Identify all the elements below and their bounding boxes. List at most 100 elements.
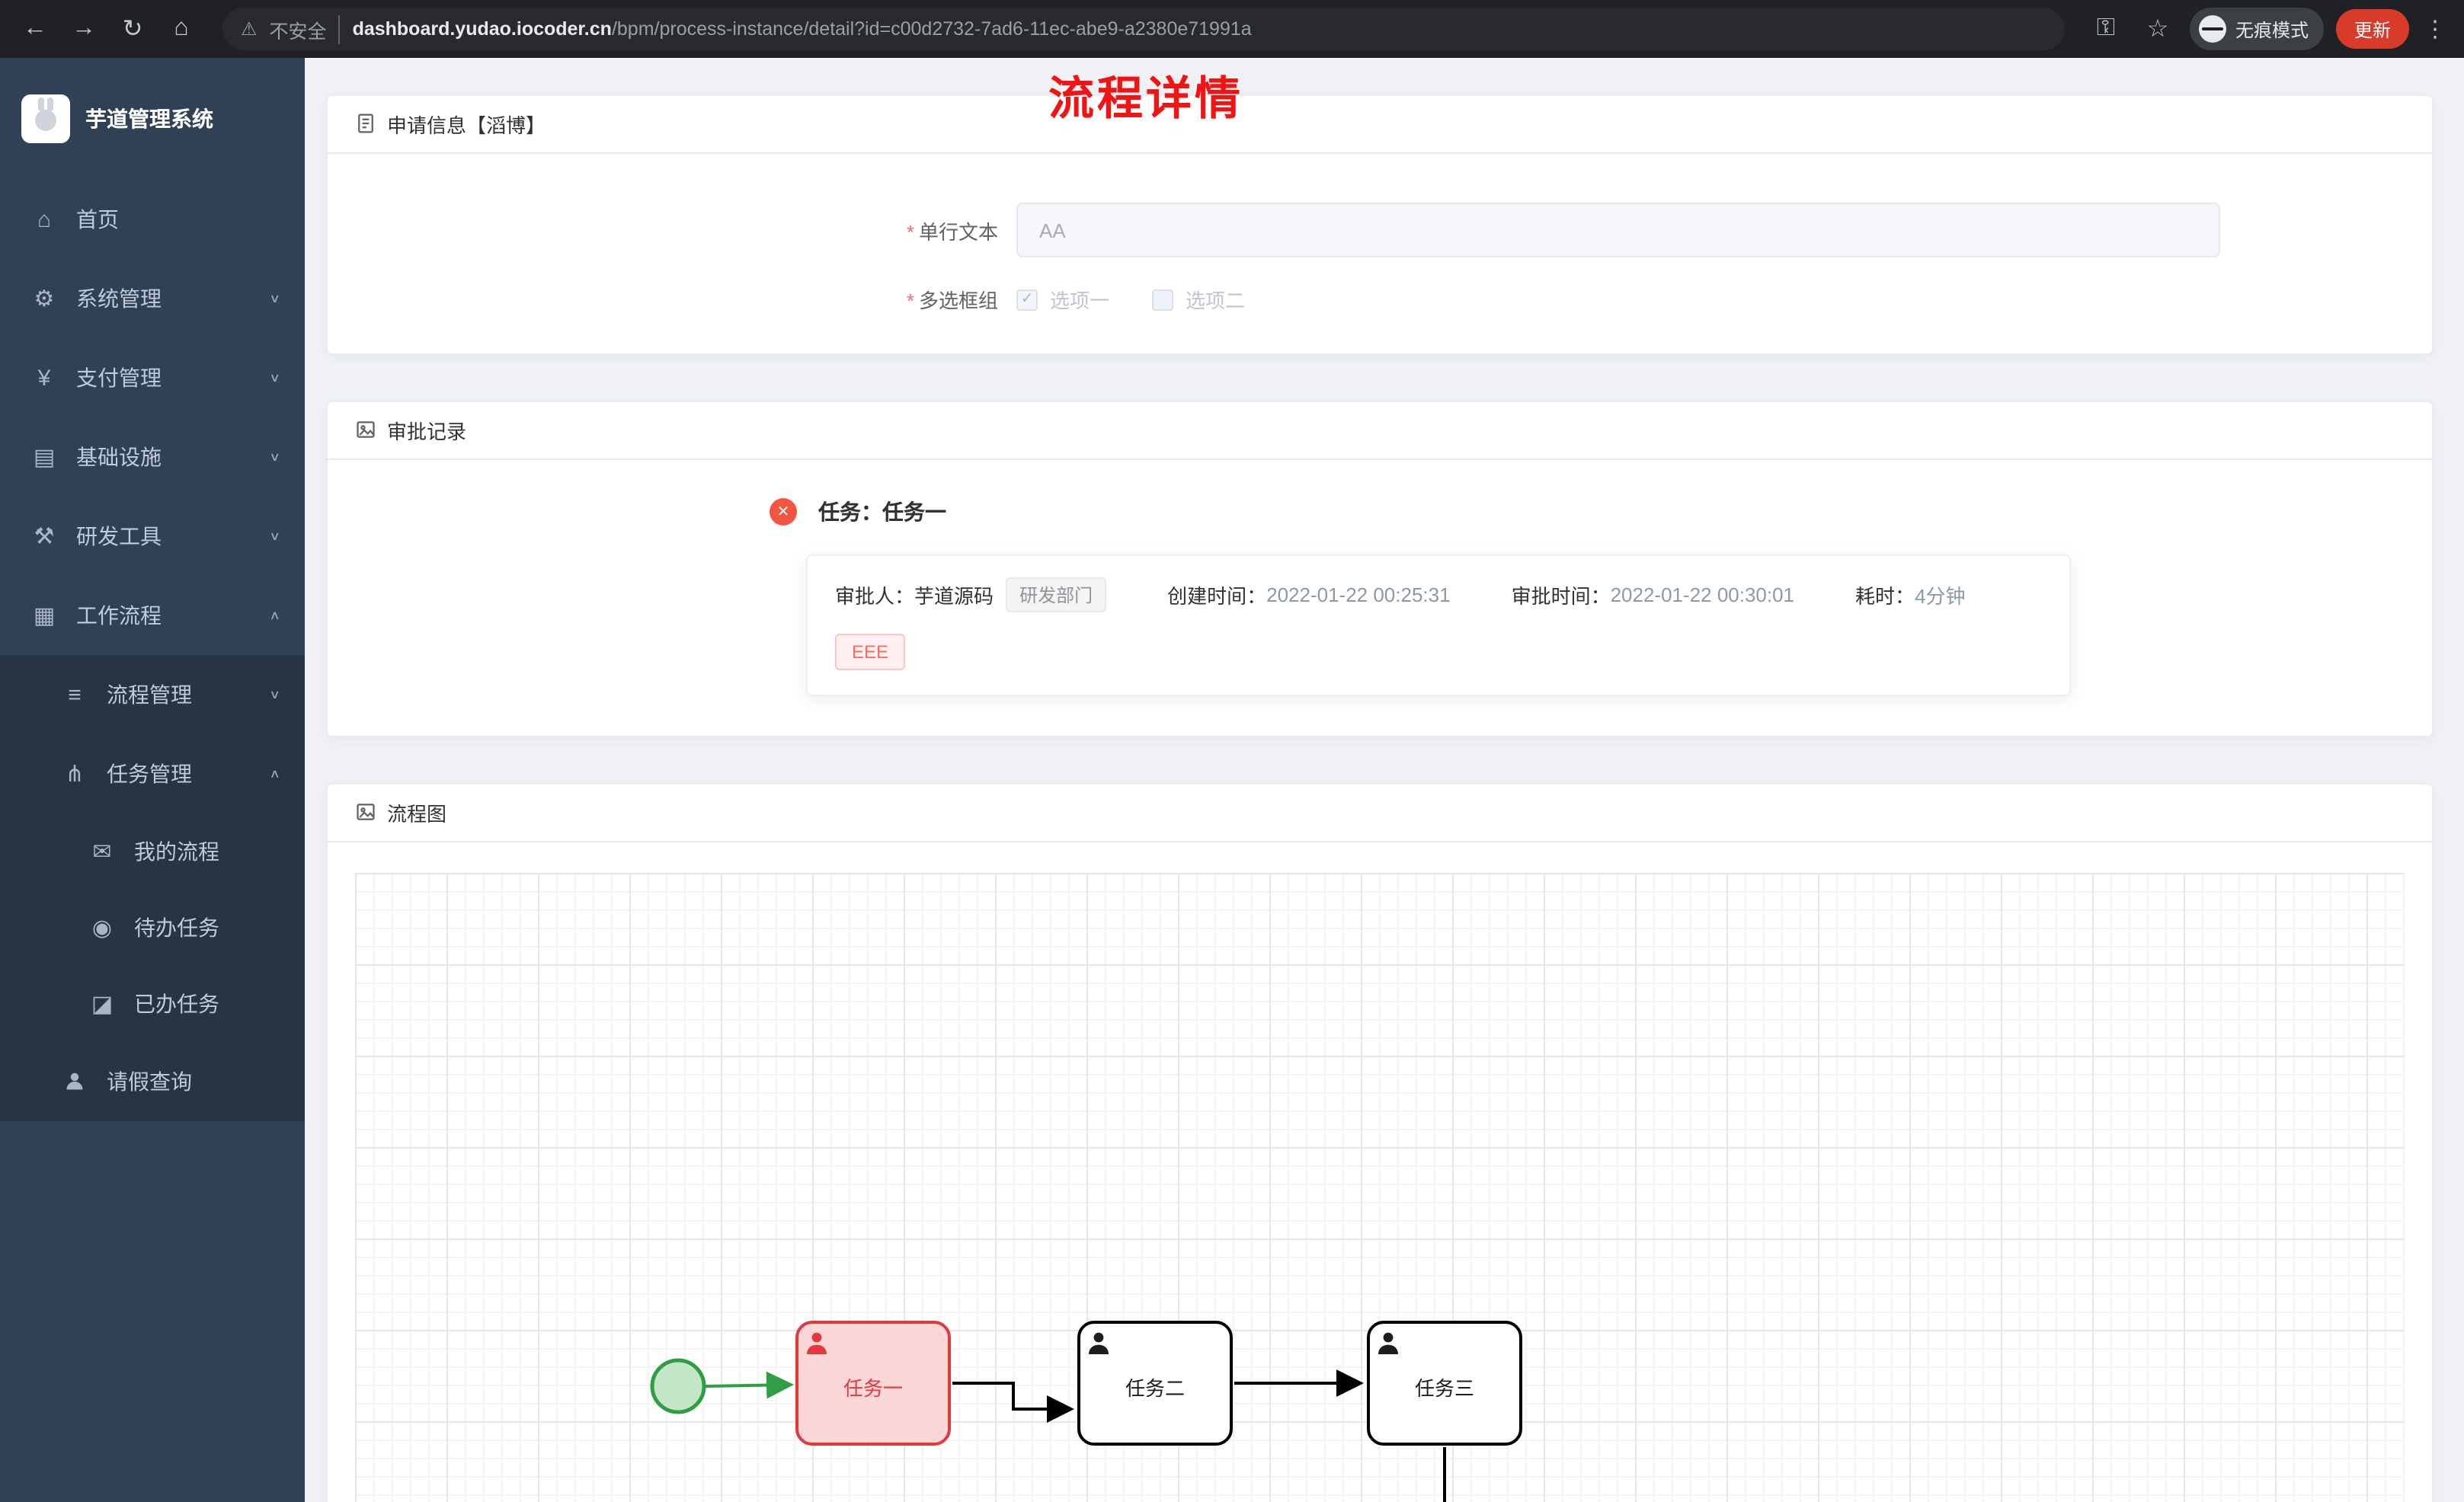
process-diagram-header: 流程图 [328,785,2432,842]
task-row: ✕ 任务：任务一 [770,497,2432,527]
home-icon[interactable]: ⌂ [174,15,189,41]
sidebar-item-workflow[interactable]: ▦ 工作流程 ∧ [0,576,305,655]
sidebar-item-done-tasks[interactable]: ◪ 已办任务 [0,966,305,1042]
required-asterisk: * [906,289,914,312]
person-icon [61,1069,88,1095]
user-task-icon [807,1332,827,1354]
task-node-2-label: 任务二 [1125,1377,1185,1400]
process-diagram-card: 流程图 [326,783,2434,1502]
approver-name: 芋道源码 [914,585,994,608]
checkbox-option-2[interactable]: 选项二 [1152,285,1245,314]
approved-label: 审批时间： [1511,585,1611,608]
text-field-row: *单行文本 AA [328,203,2432,257]
apply-info-card: 申请信息【滔博】 *单行文本 AA *多选框组 ✓ 选项一 [326,94,2434,355]
created-label: 创建时间： [1167,585,1267,608]
picture-icon [355,801,376,824]
incognito-label: 无痕模式 [2235,19,2309,40]
toolbar-right: ⚿ ☆ 无痕模式 更新 ⋮ [2086,8,2449,50]
user-task-icon [1089,1332,1109,1354]
picture-icon [355,419,376,442]
approval-timeline: ✕ 任务：任务一 审批人： 芋道源码 研发部门 创建时间： 2022-01-22… [328,460,2432,736]
sidebar-item-todo-tasks[interactable]: ◉ 待办任务 [0,890,305,966]
browser-toolbar: ← → ↻ ⌂ ⚠ 不安全 dashboard.yudao.iocoder.cn… [0,0,2464,58]
sidebar-item-leave-query[interactable]: 请假查询 [0,1042,305,1121]
apply-info-title: 申请信息【滔博】 [387,114,546,137]
done-icon: ◪ [91,992,114,1018]
checkbox-group-label: *多选框组 [906,289,998,312]
sidebar-item-my-process[interactable]: ✉ 我的流程 [0,813,305,890]
bpmn-canvas[interactable]: 任务一 任务二 [355,873,2405,1502]
sidebar-item-home[interactable]: ⌂ 首页 [0,180,305,259]
approval-record-header: 审批记录 [328,402,2432,460]
monitor-icon: ▤ [33,445,56,471]
approval-detail-card: 审批人： 芋道源码 研发部门 创建时间： 2022-01-22 00:25:31… [806,554,2071,696]
created-time: 2022-01-22 00:25:31 [1266,583,1451,606]
security-label: 不安全 [270,14,341,43]
approved-time: 2022-01-22 00:30:01 [1610,583,1795,606]
single-line-text-input[interactable]: AA [1016,203,2220,257]
approval-record-title: 审批记录 [387,420,467,443]
yen-icon: ¥ [37,365,51,391]
incognito-icon [2198,15,2226,43]
user-task-icon [1378,1332,1398,1354]
app-logo [21,94,70,143]
message-icon: ✉ [92,839,112,865]
menu-kebab-icon[interactable]: ⋮ [2424,17,2446,43]
key-icon[interactable]: ⚿ [2096,15,2116,41]
flow-start-to-task1 [705,1371,794,1399]
task-node-2[interactable]: 任务二 [1077,1321,1233,1446]
task-node-3-label: 任务三 [1415,1377,1474,1400]
main-content: 流程详情 申请信息【滔博】 *单行文本 AA *多选框组 [305,58,2464,1502]
duration-value: 4分钟 [1915,585,1966,608]
sidebar-item-infra[interactable]: ▤ 基础设施 ∨ [0,417,305,497]
workflow-icon: ▦ [33,603,56,629]
department-tag: 研发部门 [1006,577,1107,612]
address-bar[interactable]: ⚠ 不安全 dashboard.yudao.iocoder.cn/bpm/pro… [222,8,2065,50]
task-node-1[interactable]: 任务一 [795,1321,951,1446]
workflow-submenu: ≡ 流程管理 ∨ ⋔ 任务管理 ∧ ✉ 我的流程 ◉ 待办任务 [0,655,305,1121]
reload-icon[interactable]: ↻ [122,17,143,43]
task-node-3[interactable]: 任务三 [1367,1321,1522,1446]
apply-info-header: 申请信息【滔博】 [328,96,2432,154]
chevron-down-icon: ∨ [269,688,280,701]
chevron-down-icon: ∨ [269,292,280,305]
checkbox-option-1[interactable]: ✓ 选项一 [1016,285,1109,314]
sidebar: 芋道管理系统 ⌂ 首页 ⚙ 系统管理 ∨ ¥ 支付管理 ∨ ▤ 基础设施 ∨ [0,58,305,1502]
bookmark-star-icon[interactable]: ☆ [2146,17,2169,43]
sidebar-item-system[interactable]: ⚙ 系统管理 ∨ [0,259,305,338]
comment-tag: EEE [835,634,906,670]
list-icon: ≡ [68,682,82,708]
checkbox-unchecked-icon [1152,289,1174,310]
start-event-node[interactable] [650,1358,706,1414]
back-icon[interactable]: ← [23,15,47,41]
chevron-up-icon: ∧ [269,767,280,781]
checkbox-group-row: *多选框组 ✓ 选项一 选项二 [328,285,2432,314]
chevron-down-icon: ∨ [269,450,280,464]
approver-label: 审批人： [835,585,915,608]
sidebar-item-devtools[interactable]: ⚒ 研发工具 ∨ [0,497,305,576]
url-path: /bpm/process-instance/detail?id=c00d2732… [611,18,1252,40]
task-title: 任务：任务一 [818,500,946,524]
chrome-update-button[interactable]: 更新 [2335,9,2409,49]
task-node-1-label: 任务一 [843,1377,903,1400]
forward-icon[interactable]: → [72,15,96,41]
incognito-badge: 无痕模式 [2189,8,2324,50]
page-title: 流程详情 [1048,75,1243,125]
approval-record-card: 审批记录 ✕ 任务：任务一 审批人： 芋道源码 研发部门 创建时间： [326,401,2434,737]
chevron-down-icon: ∨ [269,529,280,543]
apply-form: *单行文本 AA *多选框组 ✓ 选项一 选项二 [328,154,2432,353]
url-text: dashboard.yudao.iocoder.cn/bpm/process-i… [353,18,1252,40]
bpmn-diagram: 任务一 任务二 [650,1321,1522,1502]
app-logo-row[interactable]: 芋道管理系统 [0,58,305,180]
sidebar-item-payment[interactable]: ¥ 支付管理 ∨ [0,338,305,417]
sidebar-item-task-mgmt[interactable]: ⋔ 任务管理 ∧ [0,734,305,813]
dashboard-icon: ⌂ [37,206,52,232]
checkbox-checked-icon: ✓ [1016,289,1038,310]
document-icon [355,113,376,136]
flow-task1-to-task2 [952,1382,1074,1423]
url-domain: dashboard.yudao.iocoder.cn [352,18,612,40]
process-diagram-title: 流程图 [387,803,447,826]
sidebar-item-process-mgmt[interactable]: ≡ 流程管理 ∨ [0,655,305,734]
rejected-status-icon: ✕ [770,498,797,526]
